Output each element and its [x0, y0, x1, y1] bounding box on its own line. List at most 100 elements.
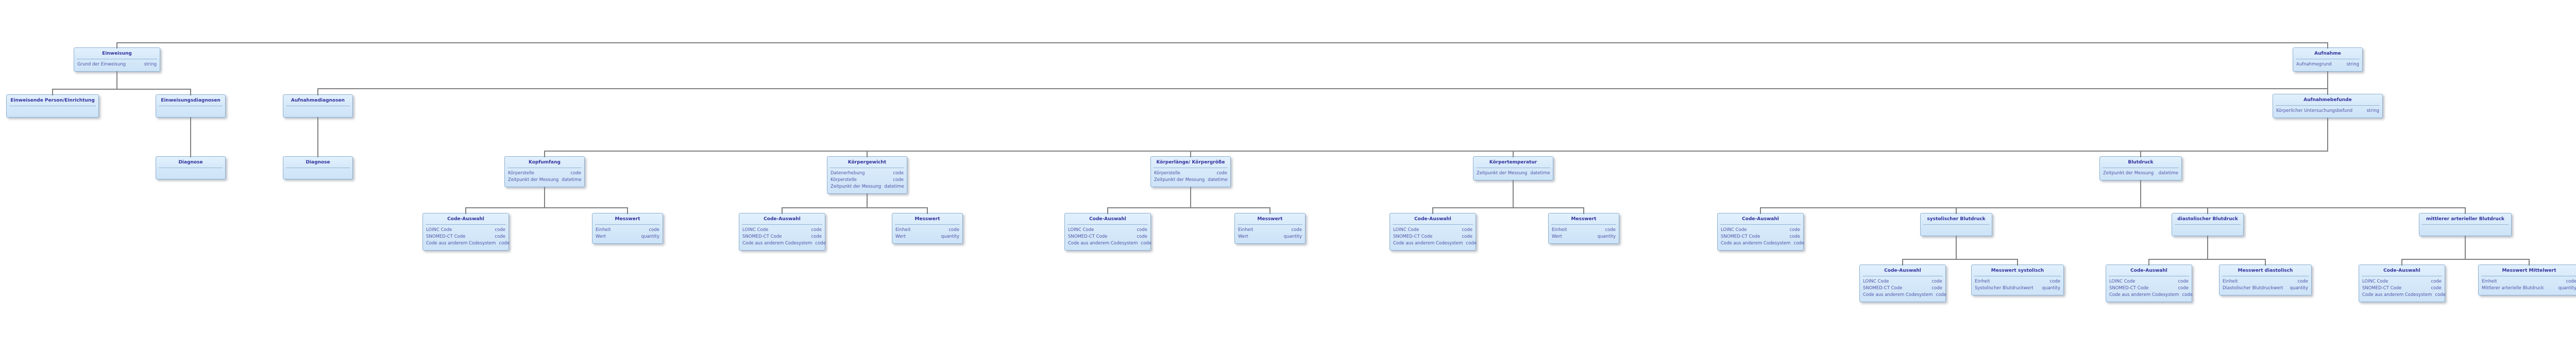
node-field-list — [283, 106, 352, 117]
field-type: code — [2431, 279, 2442, 285]
field-type: quantity — [2042, 286, 2060, 291]
title-separator — [895, 224, 960, 225]
field-type: code — [1605, 227, 1616, 233]
node-title: Aufnahmebefunde — [2303, 97, 2352, 103]
field-label: LOINC Code — [1068, 227, 1094, 233]
connector-line — [1956, 236, 1957, 259]
node-diastolischer-blutdruck[interactable]: diastolischer Blutdruck — [2172, 213, 2244, 237]
node-title: Einweisende Person/Einrichtung — [10, 98, 95, 103]
node-title: Einweisung — [102, 51, 132, 56]
node-title: Messwert diastolisch — [2238, 268, 2293, 273]
connector-line — [317, 88, 2328, 89]
node-field-list — [156, 106, 225, 117]
field-type: quantity — [1597, 234, 1616, 239]
field-label: Körperstelle — [508, 171, 534, 176]
node-aufnahmediagnosen[interactable]: Aufnahmediagnosen — [283, 94, 353, 118]
field-type: code — [649, 227, 660, 233]
title-separator — [1393, 224, 1473, 225]
node-title: Messwert — [615, 217, 640, 222]
node-field-list — [7, 106, 98, 117]
field-label: Datenerhebung — [831, 171, 865, 176]
connector-line — [2148, 259, 2266, 260]
field-label: LOINC Code — [1863, 279, 1889, 285]
node-systolischer-blutdruck[interactable]: systolischer Blutdruck — [1920, 213, 1992, 237]
title-separator — [2175, 224, 2241, 225]
field-label: Einheit — [1975, 279, 1990, 285]
title-separator — [1067, 224, 1148, 225]
field-type: code — [811, 234, 822, 239]
node-mittlerer-arterieller-blutdruck[interactable]: mittlerer arterieller Blutdruck — [2419, 213, 2512, 237]
field-type: code — [2178, 279, 2189, 285]
connector-line — [2327, 118, 2328, 151]
field-label: Mittlerer arterielle Blutdruck — [2482, 286, 2544, 291]
field-type: code — [1216, 171, 1228, 176]
connector-line — [1432, 207, 1584, 208]
field-label: Einheit — [1238, 227, 1253, 233]
field-label: Körperlicher Untersuchungsbefund — [2276, 108, 2353, 114]
node-einweisende-person[interactable]: Einweisende Person/Einrichtung — [6, 94, 99, 118]
node-diagnose-einweisung[interactable]: Diagnose — [156, 156, 226, 180]
field-label: LOINC Code — [2109, 279, 2136, 285]
title-separator — [595, 224, 660, 225]
node-title: Aufnahme — [2314, 51, 2341, 56]
title-separator — [1551, 224, 1616, 225]
field-type: code — [2435, 292, 2446, 298]
title-separator — [1923, 224, 1989, 225]
field-label: Code aus anderem Codesystem — [1721, 240, 1791, 246]
field-label: Aufnahmegrund — [2296, 62, 2332, 68]
field-label: Körperstelle — [1154, 171, 1180, 176]
title-separator — [742, 224, 822, 225]
node-einweisungsdiagnosen[interactable]: Einweisungsdiagnosen — [156, 94, 226, 118]
field-type: code — [2566, 279, 2576, 285]
field-label: Code aus anderem Codesystem — [1393, 240, 1463, 246]
node-diagnose-aufnahme[interactable]: Diagnose — [283, 156, 353, 180]
connector-line — [2207, 236, 2208, 259]
connector-line — [1760, 207, 2466, 208]
field-type: datetime — [562, 177, 582, 183]
